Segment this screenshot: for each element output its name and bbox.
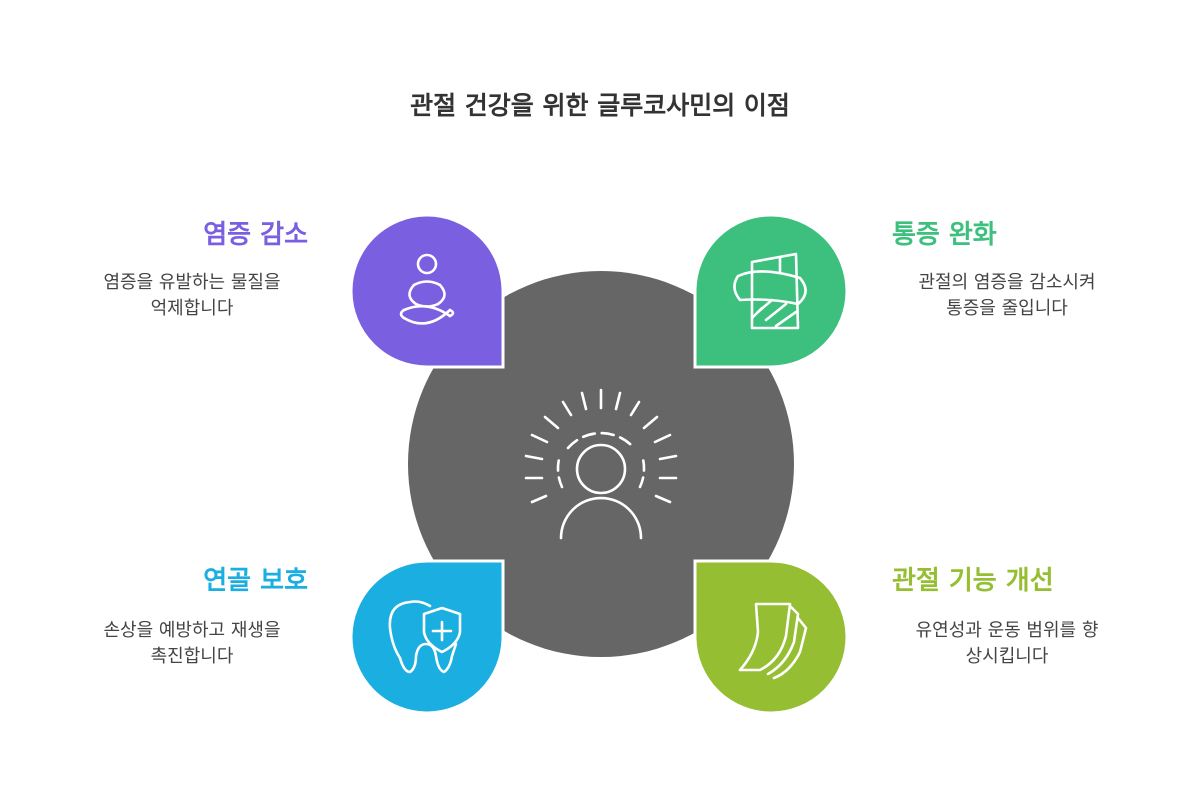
page-title: 관절 건강을 위한 글루코사민의 이점 xyxy=(410,91,790,120)
desc-function-line2: 상시킵니다 xyxy=(965,646,1049,667)
desc-cartilage-line1: 손상을 예방하고 재생을 xyxy=(103,620,281,641)
desc-pain: 관절의 염증을 감소시켜 통증을 줄입니다 xyxy=(877,270,1137,322)
bandage-icon xyxy=(733,252,807,330)
desc-function-line1: 유연성과 운동 범위를 향 xyxy=(915,620,1099,641)
heading-inflammation: 염증 감소 xyxy=(203,220,308,250)
pages-icon xyxy=(738,602,808,680)
desc-inflammation-line2: 억제합니다 xyxy=(150,298,234,319)
heading-cartilage: 연골 보호 xyxy=(203,566,308,596)
petal-cartilage xyxy=(349,559,505,715)
desc-pain-line2: 통증을 줄입니다 xyxy=(946,298,1068,319)
desc-pain-line1: 관절의 염증을 감소시켜 xyxy=(918,272,1096,293)
desc-function: 유연성과 운동 범위를 향 상시킵니다 xyxy=(877,618,1137,670)
petal-pain xyxy=(693,213,849,369)
radiant-person-icon xyxy=(524,388,678,540)
petal-inflammation xyxy=(349,213,505,369)
heading-function: 관절 기능 개선 xyxy=(892,566,1054,596)
heading-pain: 통증 완화 xyxy=(892,220,997,250)
petal-function xyxy=(693,559,849,715)
desc-cartilage-line2: 촉진합니다 xyxy=(150,646,234,667)
desc-inflammation: 염증을 유발하는 물질을 억제합니다 xyxy=(62,270,322,322)
tooth-shield-icon xyxy=(388,600,462,674)
meditation-icon xyxy=(399,253,455,325)
desc-inflammation-line1: 염증을 유발하는 물질을 xyxy=(103,272,281,293)
desc-cartilage: 손상을 예방하고 재생을 촉진합니다 xyxy=(62,618,322,670)
